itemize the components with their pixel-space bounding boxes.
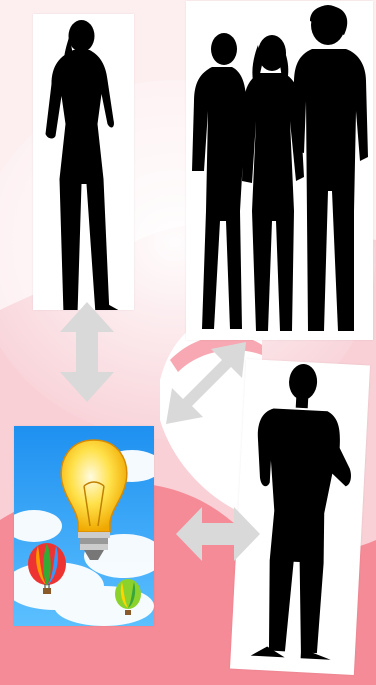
double-arrow-diagonal-icon (158, 340, 248, 430)
group-silhouette-icon (186, 1, 373, 340)
group-card (186, 1, 373, 340)
woman-card (33, 14, 134, 310)
lightbulb-balloons-icon (14, 426, 154, 626)
woman-silhouette-icon (33, 14, 134, 310)
idea-card (14, 426, 154, 626)
double-arrow-horizontal-icon (176, 505, 260, 563)
double-arrow-vertical-icon (58, 302, 116, 402)
